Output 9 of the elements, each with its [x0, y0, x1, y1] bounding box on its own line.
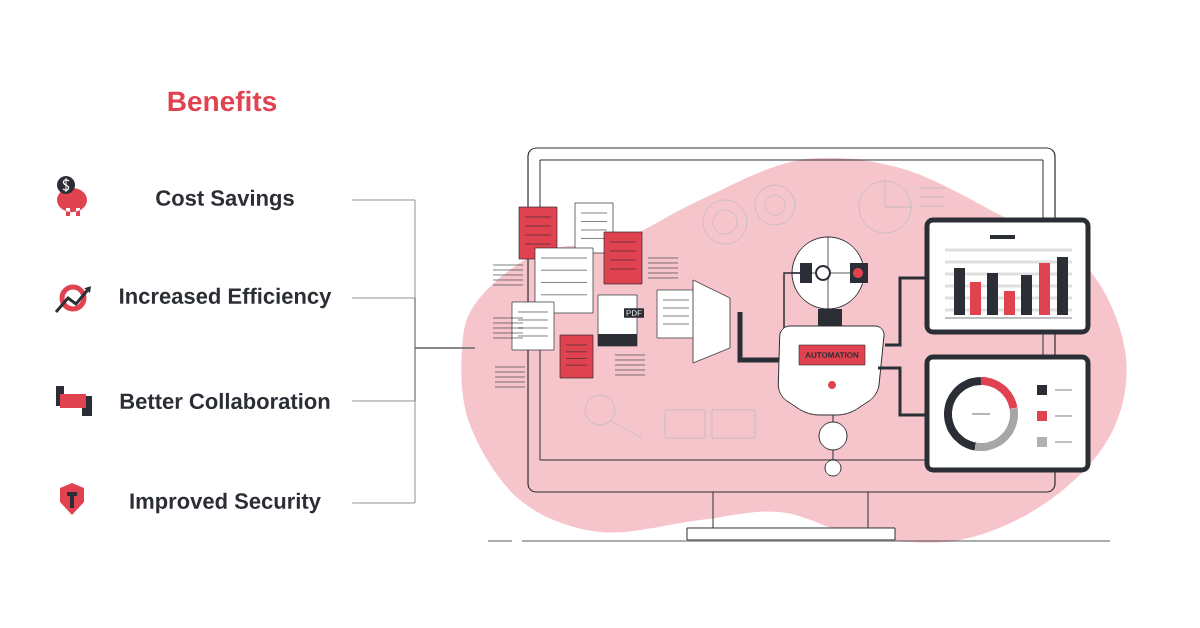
benefit-text: Improved Security	[130, 492, 321, 514]
benefit-text: Cost Savings	[156, 189, 294, 211]
connector-line	[351, 347, 476, 504]
title: Benefits	[168, 90, 277, 112]
benefit-text: Increased Efficiency	[120, 287, 332, 309]
automation-illustration-drawing	[461, 147, 1127, 543]
automation-label: AUTOMATION	[798, 344, 866, 366]
benefit-text: Better Collaboration	[120, 392, 330, 410]
pdf-label: PDF	[624, 308, 644, 318]
